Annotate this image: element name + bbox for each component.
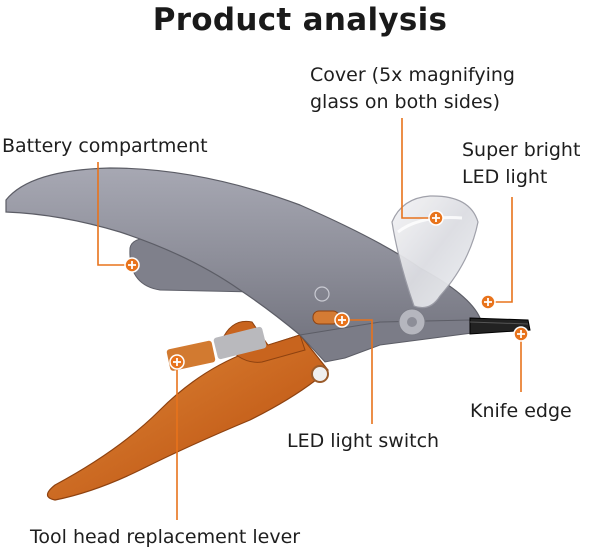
callout-led-line-2: LED light xyxy=(462,166,548,188)
callout-markers xyxy=(124,210,529,370)
callout-led-line-1: Super bright xyxy=(462,139,581,161)
marker-lever xyxy=(169,354,185,370)
logo-mark xyxy=(314,286,330,302)
callout-knife-edge: Knife edge xyxy=(470,400,572,422)
marker-knife xyxy=(513,326,529,342)
callout-battery: Battery compartment xyxy=(2,135,208,157)
leader-led xyxy=(488,197,513,303)
callout-led-light: Super bright LED light xyxy=(462,137,580,191)
marker-led xyxy=(480,294,496,310)
marker-switch xyxy=(334,312,350,328)
callout-led-switch: LED light switch xyxy=(287,430,440,452)
marker-cover xyxy=(428,210,444,226)
orange-handle xyxy=(46,334,329,501)
gray-jaw xyxy=(299,319,481,363)
handle-rivet xyxy=(311,365,329,383)
gray-body xyxy=(5,167,481,361)
marker-battery xyxy=(124,257,140,273)
spring xyxy=(213,326,267,360)
page-title: Product analysis xyxy=(152,2,448,38)
callout-replacement-lever: Tool head replacement lever xyxy=(30,526,301,548)
callout-cover: Cover (5x magnifying glass on both sides… xyxy=(310,62,515,116)
callout-cover-line-1: Cover (5x magnifying xyxy=(310,64,515,86)
leader-switch xyxy=(342,319,373,424)
leader-battery xyxy=(97,162,132,266)
leader-cover xyxy=(401,118,436,219)
callout-cover-line-2: glass on both sides) xyxy=(310,91,500,113)
